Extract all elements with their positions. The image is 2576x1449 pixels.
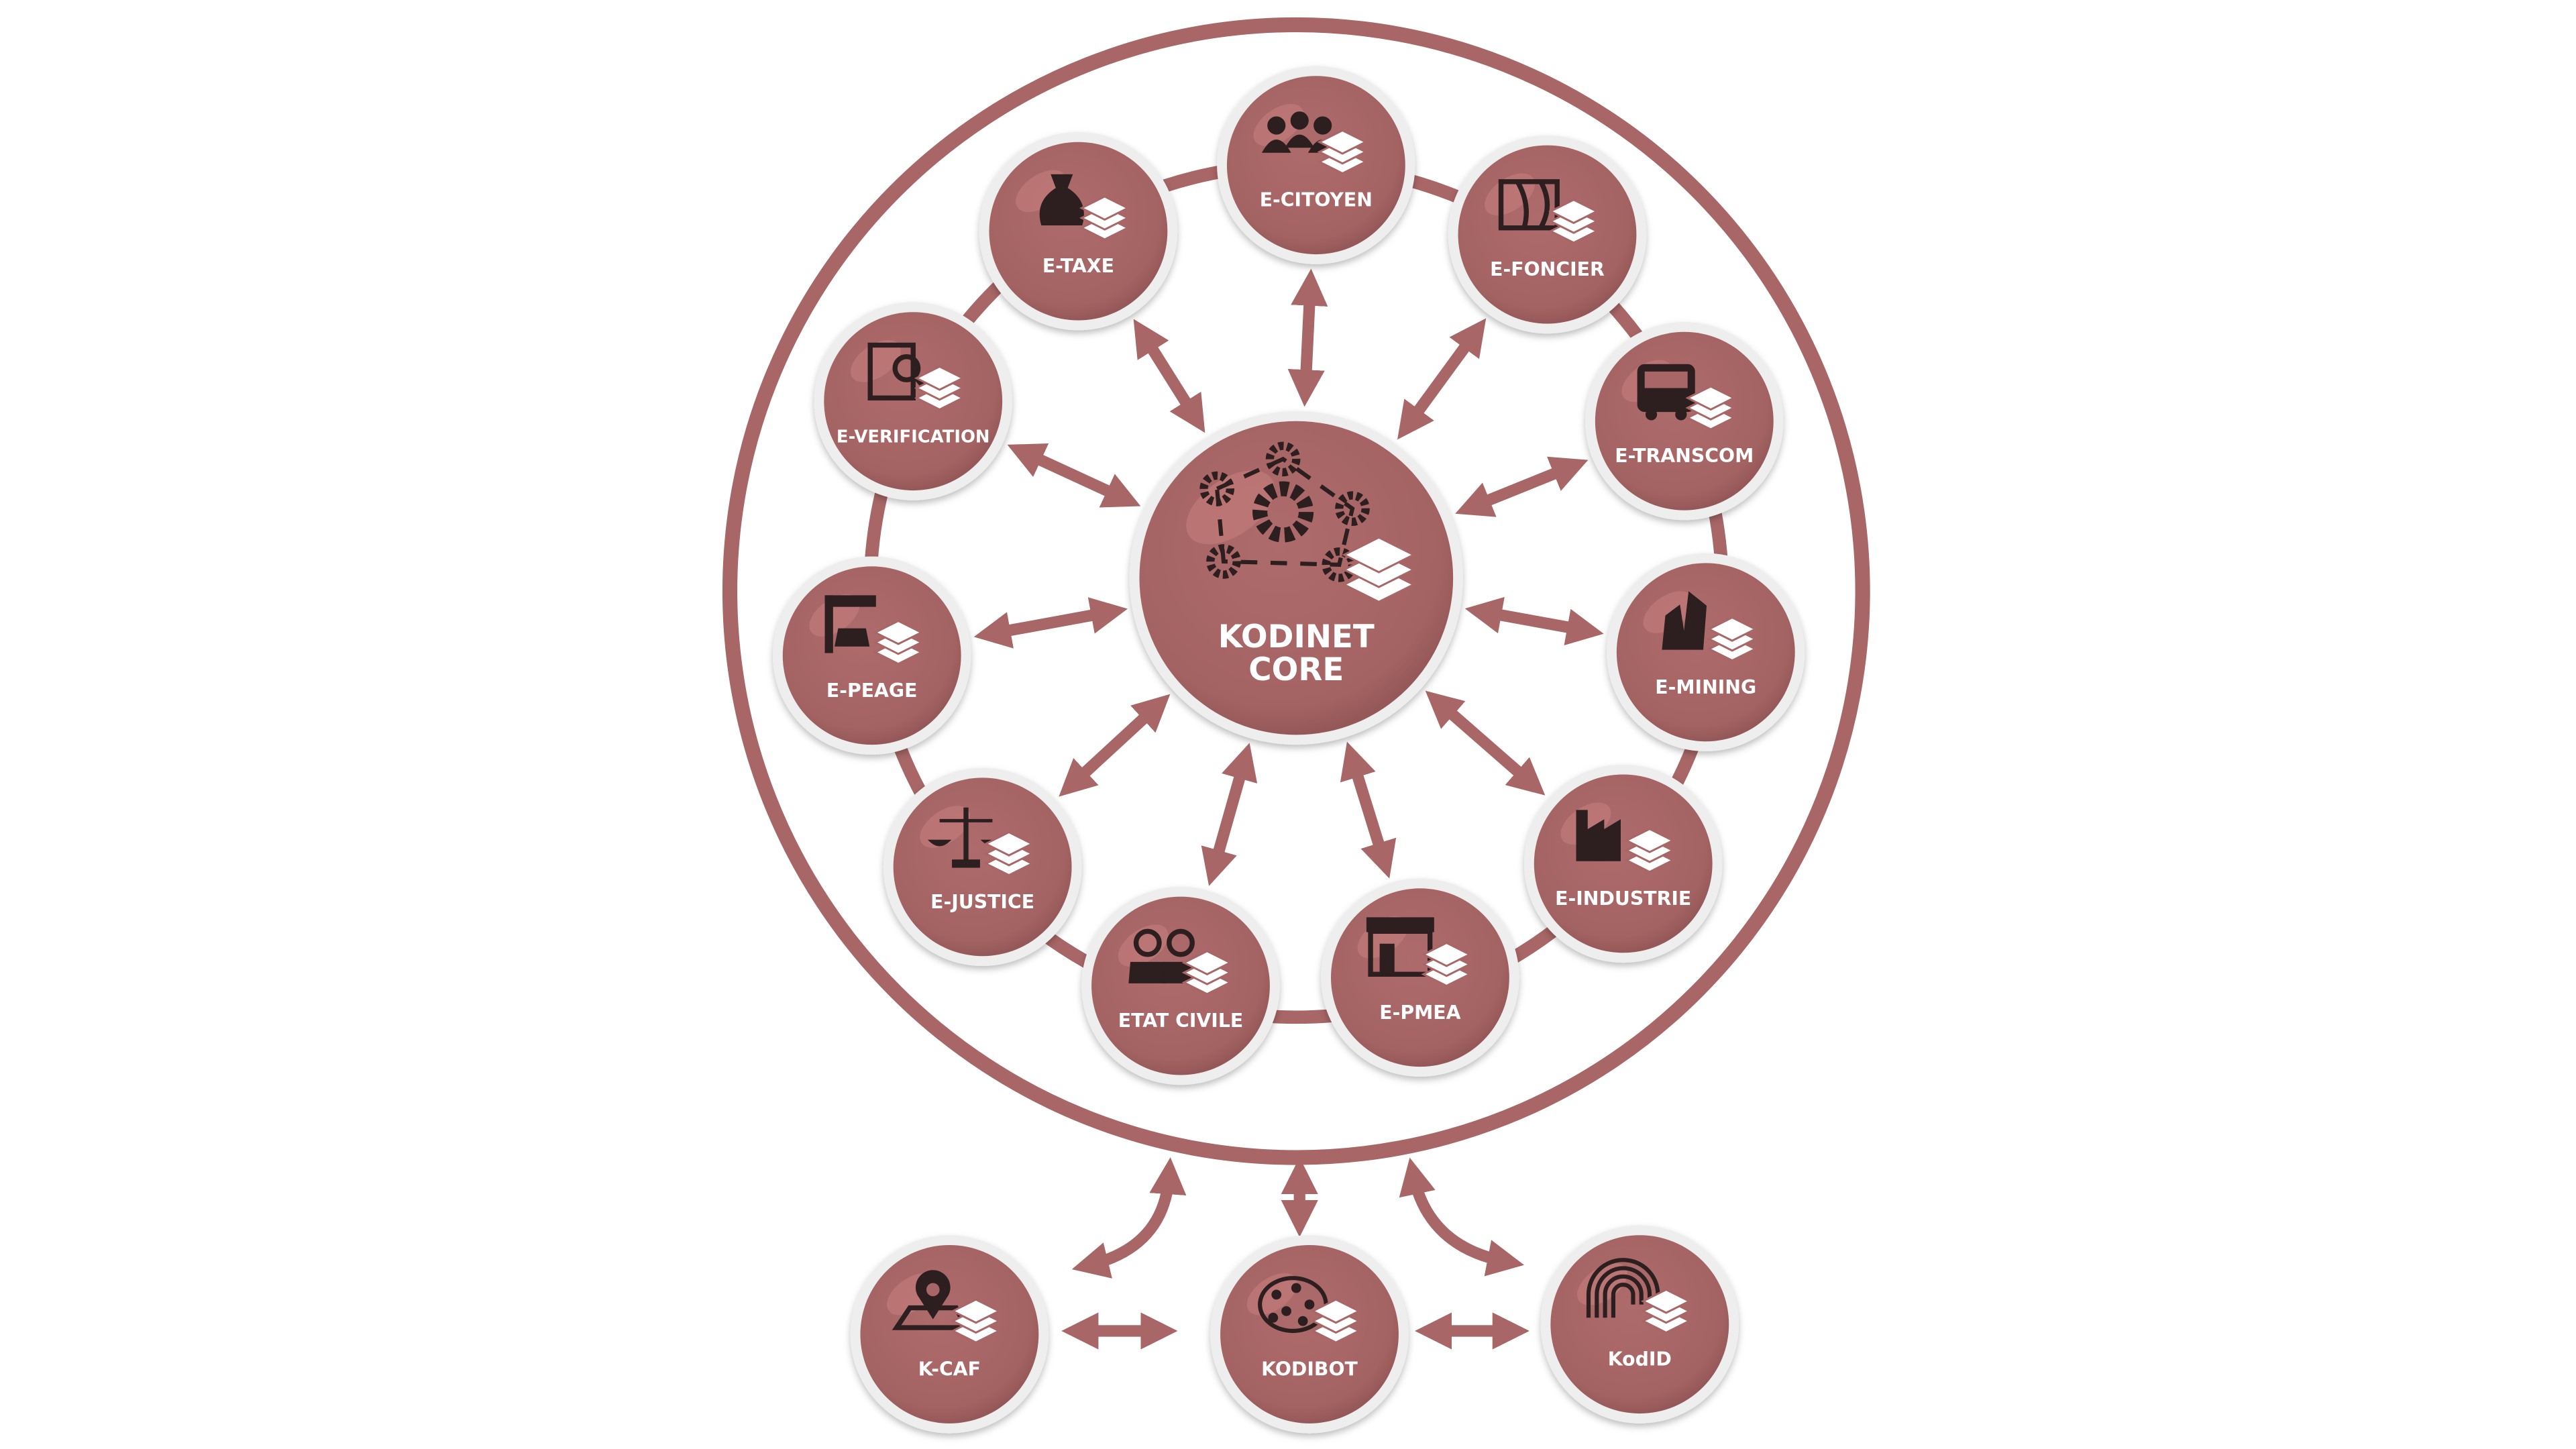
layers-icon xyxy=(1079,195,1130,241)
module-e-verification[interactable]: E-VERIFICATION xyxy=(814,302,1012,500)
couple-icon xyxy=(1128,928,1200,983)
node-disc xyxy=(893,777,1072,957)
arrow-e-peage-core xyxy=(973,597,1128,649)
node-label: E-FONCIER xyxy=(1490,258,1605,280)
node-disc xyxy=(824,312,1003,491)
node-label: E-INDUSTRIE xyxy=(1555,888,1691,910)
layers-icon xyxy=(873,619,924,665)
node-highlight xyxy=(1186,470,1275,545)
map-pin-icon xyxy=(892,1270,970,1330)
node-label: E-JUSTICE xyxy=(930,891,1034,913)
layers-icon xyxy=(1317,129,1368,175)
arrow-e-pmea-core xyxy=(1340,741,1397,879)
node-label: E-TRANSCOM xyxy=(1615,445,1754,467)
node-label: E-TAXE xyxy=(1042,255,1114,277)
arrow-e-transcom-core xyxy=(1455,456,1589,517)
node-label: E-VERIFICATION xyxy=(837,427,990,447)
node-disc xyxy=(1220,1245,1399,1424)
node-disc xyxy=(1091,896,1270,1075)
external-kodid[interactable]: KodID xyxy=(1540,1225,1739,1424)
layers-icon xyxy=(914,365,965,411)
module-e-mining[interactable]: E-MINING xyxy=(1607,553,1805,751)
node-label: K-CAF xyxy=(918,1358,981,1380)
node-label: KODIBOT xyxy=(1261,1358,1358,1380)
module-e-pmea[interactable]: E-PMEA xyxy=(1321,878,1519,1077)
core-label: KODINET xyxy=(1218,619,1375,655)
layers-icon xyxy=(983,830,1034,877)
layers-icon xyxy=(1421,941,1472,987)
node-disc xyxy=(989,142,1168,321)
module-e-transcom[interactable]: E-TRANSCOM xyxy=(1585,322,1784,521)
arrow-e-taxe-core xyxy=(1133,319,1205,433)
node-disc xyxy=(1331,888,1509,1067)
arrow-e-mining-core xyxy=(1464,596,1604,645)
fingerprint-icon xyxy=(1586,1258,1660,1318)
module-etat-civile[interactable]: ETAT CIVILE xyxy=(1081,886,1280,1085)
arrow-kodid-ring xyxy=(1399,1157,1524,1277)
people-icon xyxy=(1261,111,1338,153)
arrow-kcaf-ring xyxy=(1071,1157,1187,1279)
arrow-etat-civile-core xyxy=(1201,743,1258,886)
layers-icon xyxy=(951,1298,1002,1344)
arrow-e-foncier-core xyxy=(1397,318,1487,440)
external-k-caf[interactable]: K-CAF xyxy=(850,1235,1049,1434)
node-highlight xyxy=(850,340,901,382)
crystal-icon xyxy=(1662,591,1707,650)
external-kodibot[interactable]: KODIBOT xyxy=(1210,1235,1409,1434)
module-e-citoyen[interactable]: E-CITOYEN xyxy=(1217,66,1415,264)
node-label: KodID xyxy=(1608,1348,1672,1371)
node-highlight xyxy=(920,806,971,848)
arrow-e-verification-core xyxy=(1007,443,1141,508)
layers-icon xyxy=(1707,616,1758,662)
core-label: CORE xyxy=(1248,652,1344,688)
layers-icon xyxy=(1548,199,1599,244)
layers-icon xyxy=(1181,950,1233,996)
node-disc xyxy=(1458,145,1637,324)
module-e-industrie[interactable]: E-INDUSTRIE xyxy=(1524,764,1723,963)
node-label: ETAT CIVILE xyxy=(1118,1010,1243,1032)
module-e-foncier[interactable]: E-FONCIER xyxy=(1448,135,1647,334)
node-disc xyxy=(860,1245,1039,1424)
bus-icon xyxy=(1637,364,1695,421)
layers-icon xyxy=(1342,536,1416,603)
node-disc xyxy=(1226,76,1405,255)
node-disc xyxy=(782,566,961,745)
node-label: E-CITOYEN xyxy=(1260,189,1373,211)
factory-icon xyxy=(1576,810,1621,861)
layers-icon xyxy=(1640,1288,1692,1334)
module-e-justice[interactable]: E-JUSTICE xyxy=(883,767,1082,966)
gear-network-icon xyxy=(1199,441,1370,582)
toll-booth-icon xyxy=(824,595,876,653)
module-e-taxe[interactable]: E-TAXE xyxy=(979,131,1178,331)
arrows xyxy=(973,268,1604,1350)
layers-icon xyxy=(1685,385,1736,431)
node-label: E-PMEA xyxy=(1379,1002,1460,1024)
layers-icon xyxy=(1624,828,1675,873)
arrow-e-industrie-core xyxy=(1425,690,1546,796)
node-label: E-PEAGE xyxy=(826,680,918,702)
arrow-e-justice-core xyxy=(1059,694,1171,797)
money-bag-icon xyxy=(1039,174,1084,225)
arrow-e-citoyen-core xyxy=(1287,268,1328,407)
layers-icon xyxy=(1310,1298,1362,1344)
node-disc xyxy=(1595,331,1774,511)
node-disc xyxy=(1534,774,1713,953)
node-label: E-MINING xyxy=(1655,676,1756,698)
module-e-peage[interactable]: E-PEAGE xyxy=(773,556,971,755)
node-disc xyxy=(1616,563,1795,742)
